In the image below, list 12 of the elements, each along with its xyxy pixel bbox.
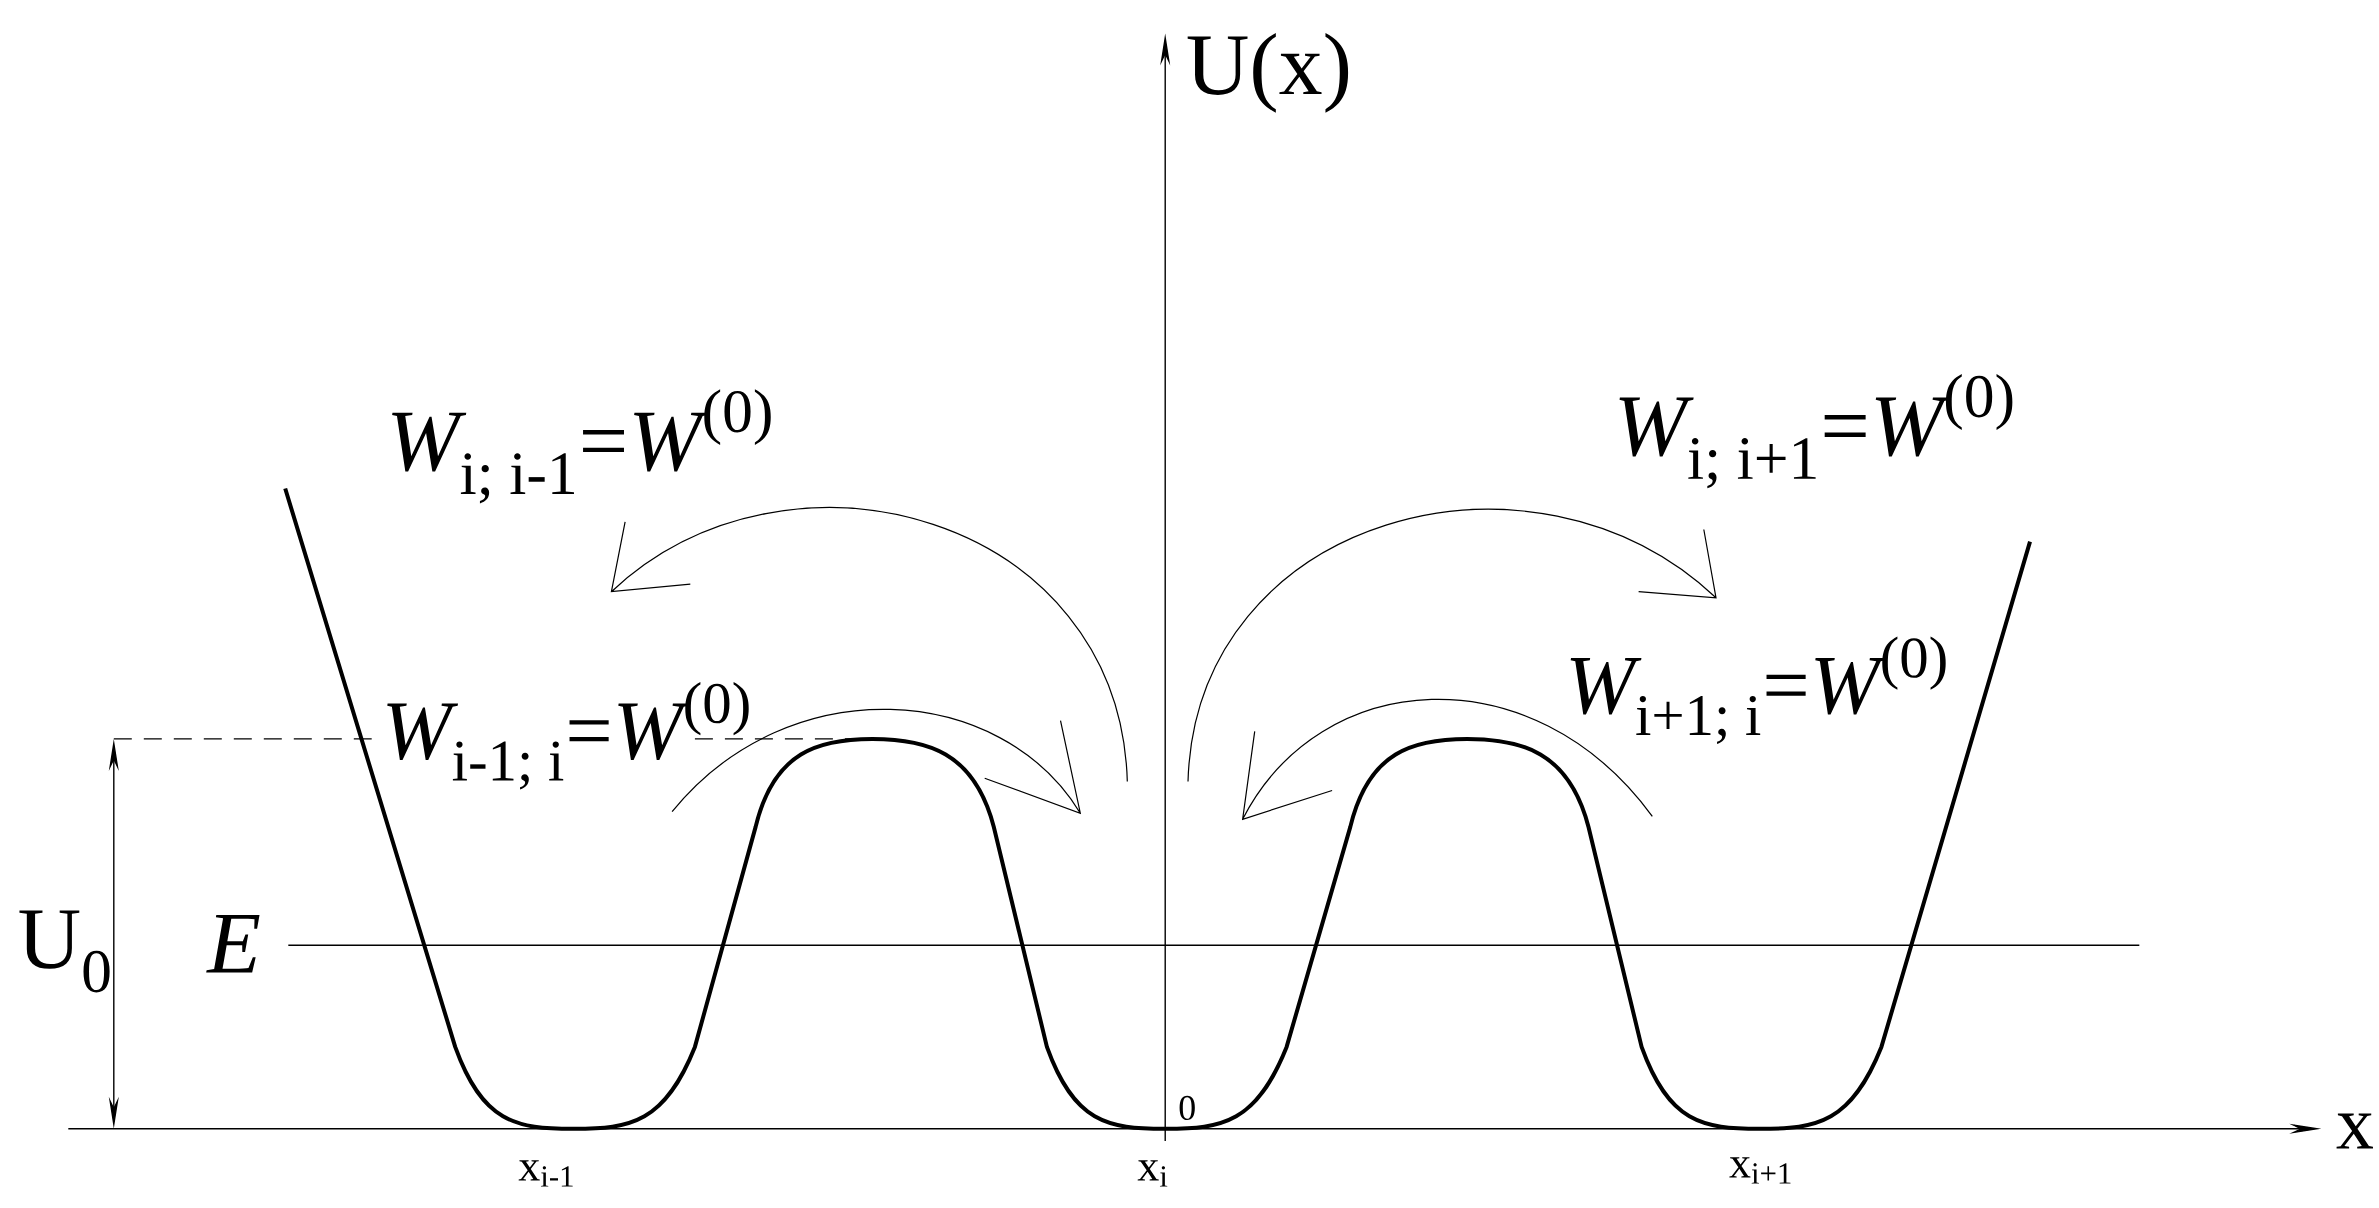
rate-formula: $\textit{W}_{\text{i+1; i}}\text{=}\textit{W}^{\text{(0)}}$: [1570, 636, 1946, 744]
height-label: $\text{U}_{\text{0}}$: [19, 910, 110, 993]
position-label: $\text{x}_{\text{i+1}}$: [1729, 1157, 1791, 1184]
energy-label: E: [206, 914, 260, 973]
rate-formula: $\textit{W}_{\text{i; i-1}}\text{=}\textit{W}^{\text{(0)}}$: [392, 389, 771, 504]
axis-label: U(x): [1187, 33, 1349, 113]
rate-formula: $\textit{W}_{\text{i; i+1}}\text{=}\textit{W}^{\text{(0)}}$: [1619, 374, 2013, 489]
position-label: $\text{x}_{\text{i-1}}$: [518, 1160, 573, 1187]
axis-label: x: [2336, 1113, 2373, 1149]
position-label: $\text{x}_{\text{i}}$: [1137, 1160, 1168, 1187]
origin-label: 0: [1179, 1095, 1195, 1121]
rate-formula: $\textit{W}_{\text{i-1; i}}\text{=}\textit{W}^{\text{(0)}}$: [387, 682, 749, 790]
